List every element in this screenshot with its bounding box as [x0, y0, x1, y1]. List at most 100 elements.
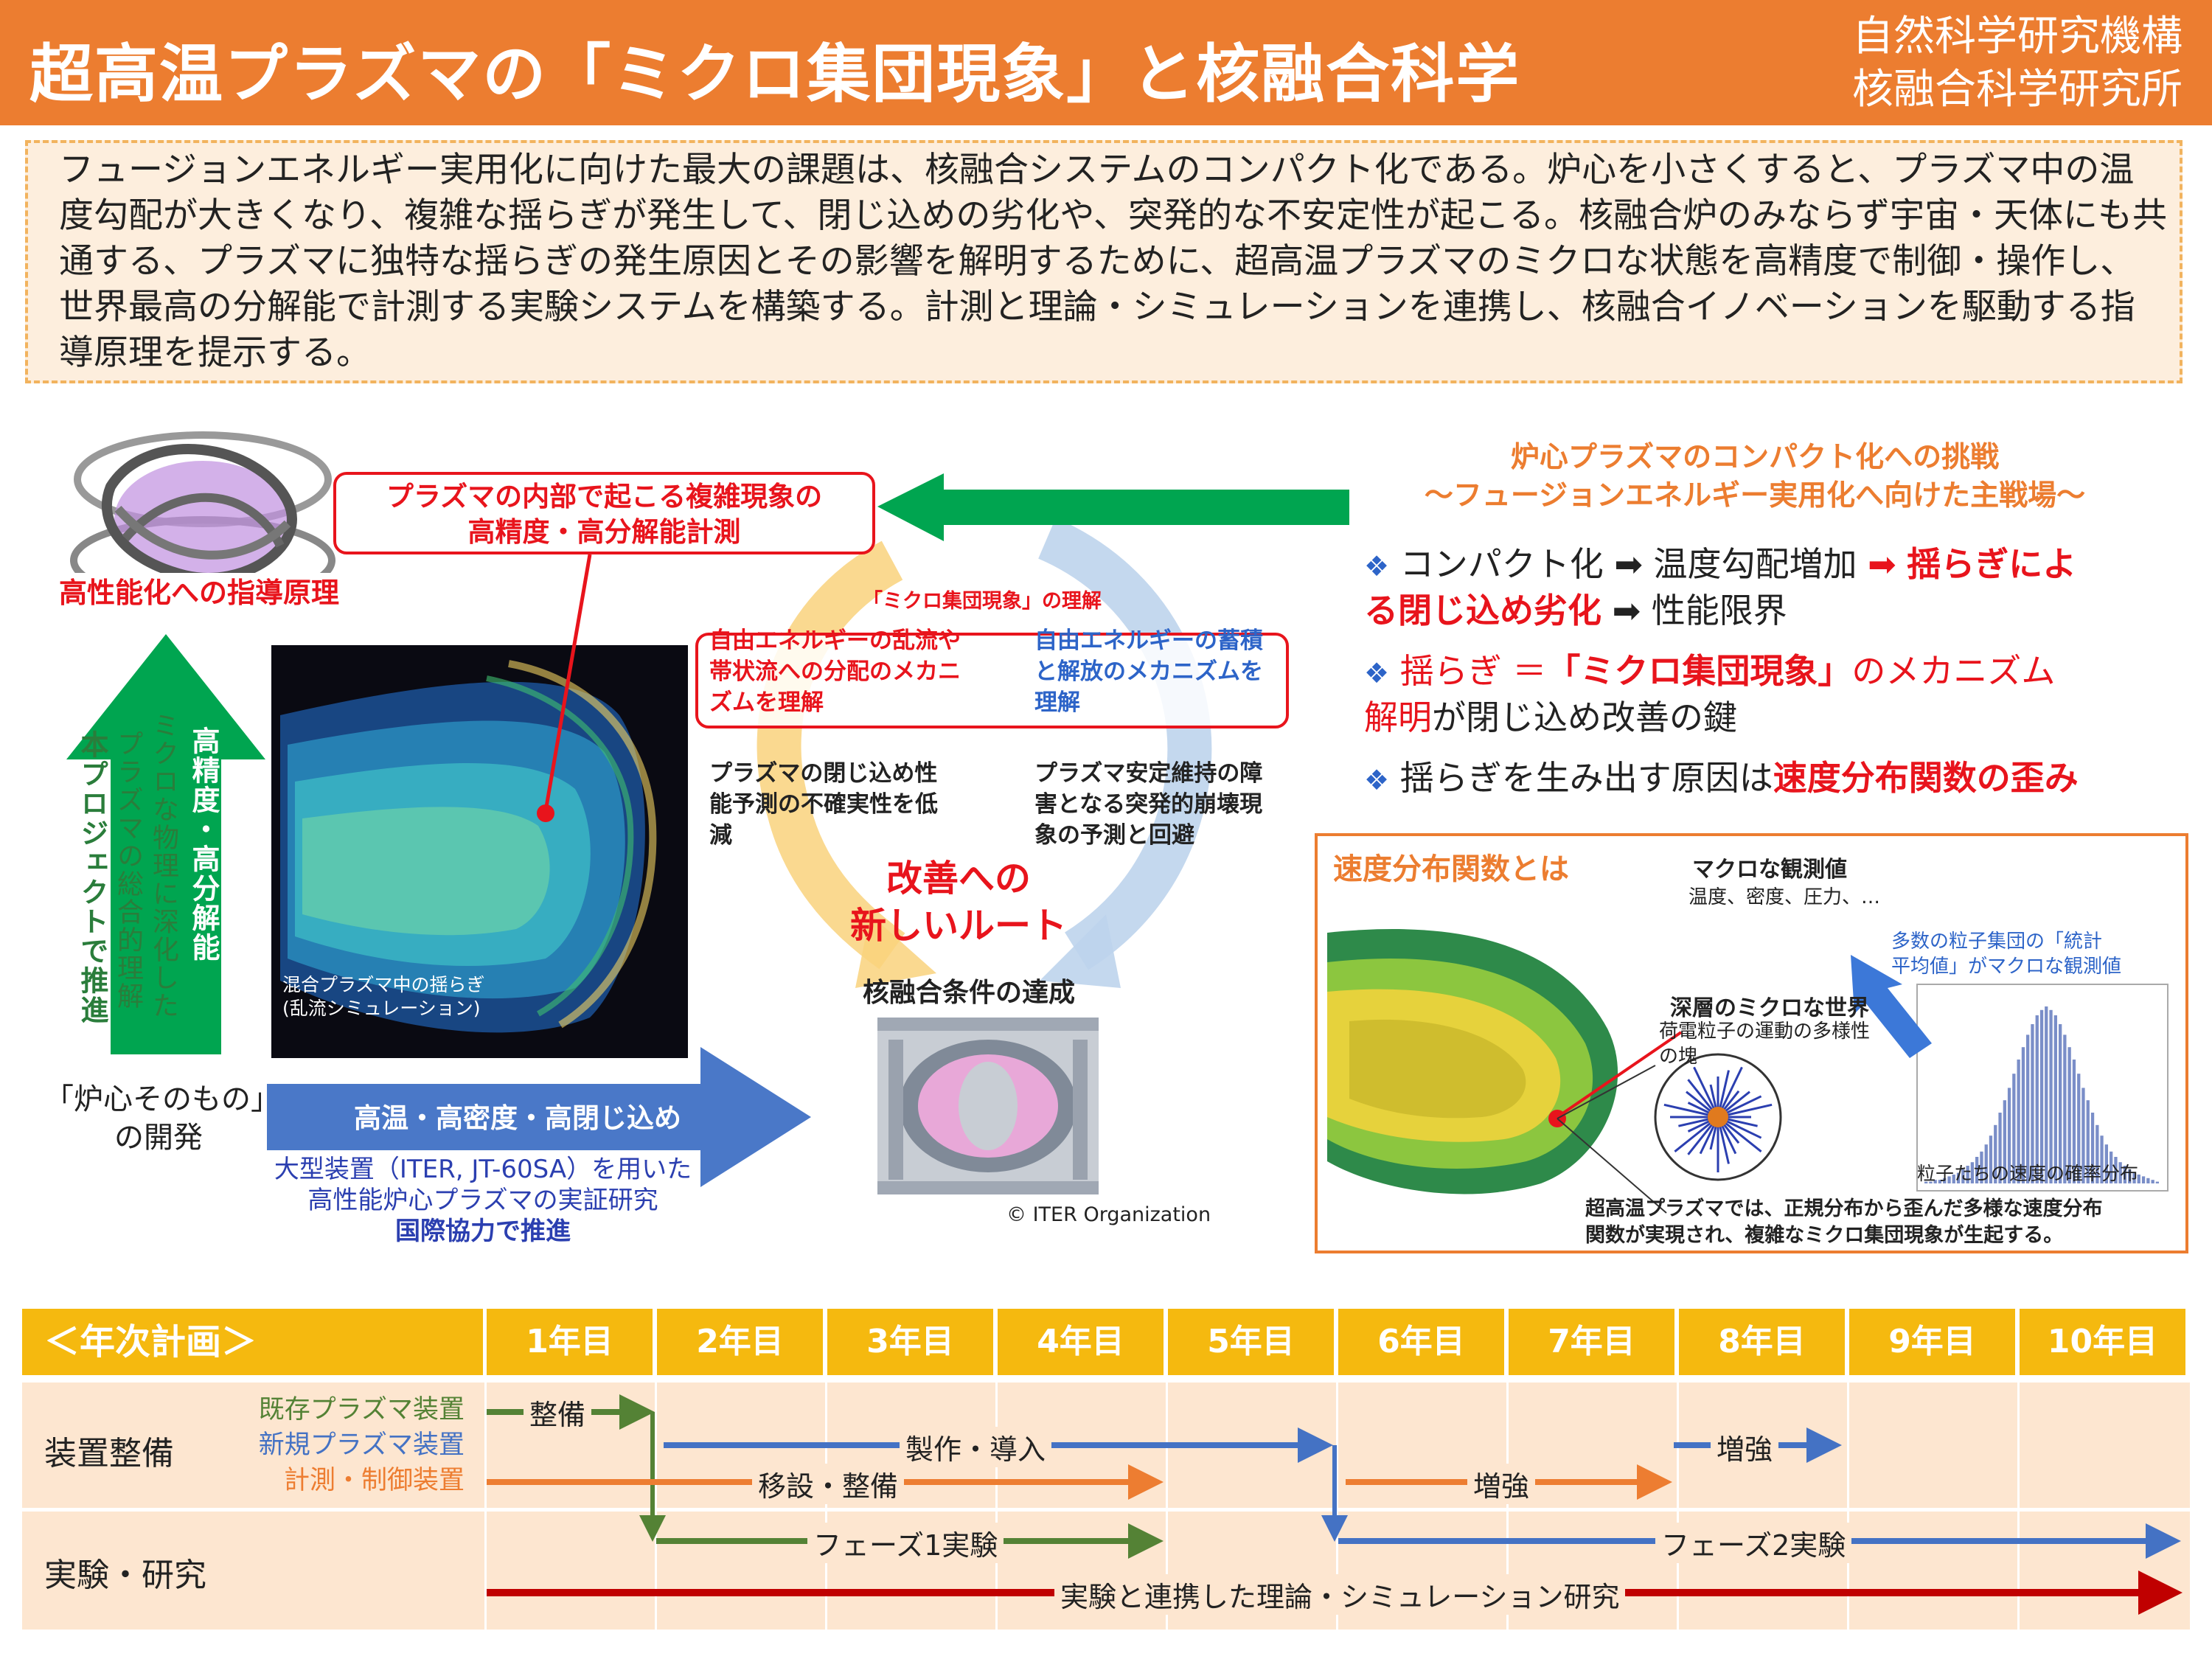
histogram-bar: [2039, 1009, 2044, 1183]
histogram-bar: [2026, 1034, 2030, 1183]
diamond-icon: ❖: [1364, 550, 1390, 582]
year-divider: [2017, 1382, 2020, 1630]
sublabel-new: 新規プラズマ装置: [258, 1430, 465, 1460]
vertical-text-3: 本プロジェクトで推進: [76, 730, 108, 1025]
histogram-bar: [2067, 1047, 2071, 1183]
understanding-right: 自由エネルギーの蓄積と解放のメカニズムを理解: [1034, 627, 1263, 716]
histogram-bar: [2007, 1088, 2011, 1183]
new-route-1: 改善への: [886, 858, 1031, 900]
year-header-1: 1年目: [487, 1309, 653, 1375]
year-header-8: 8年目: [1679, 1309, 1845, 1375]
statistics-text-2: 平均値」がマクロな観測値: [1891, 956, 2122, 978]
organization: 自然科学研究機構 核融合科学研究所: [1852, 10, 2183, 116]
horizontal-arrow: [267, 1047, 811, 1187]
year-header-7: 7年目: [1509, 1309, 1674, 1375]
intro-text: フュージョンエネルギー実用化に向けた最大の課題は、核融合システムのコンパクト化で…: [59, 150, 2168, 373]
new-route-2: 新しいルート: [849, 905, 1067, 947]
histogram-bar: [2128, 1169, 2132, 1183]
histogram-bar: [2081, 1088, 2085, 1183]
histogram-bar: [2086, 1100, 2090, 1183]
vertical-text-1: ミクロな物理に深化した: [148, 712, 178, 1020]
year-header-10: 10年目: [2020, 1309, 2185, 1375]
histogram-bar: [1998, 1113, 2002, 1183]
statistics-arrow: [1851, 955, 1932, 1058]
bullet-2-d: のメカニズム: [1851, 651, 2056, 691]
year-header-4: 4年目: [998, 1309, 1164, 1375]
velocity-diagram: [1327, 929, 2168, 1214]
simulation-caption-1: 混合プラズマ中の揺らぎ: [282, 974, 485, 995]
velocity-footer-2: 関数が実現され、複雑なミクロ集団現象が生起する。: [1585, 1224, 2064, 1247]
year-divider: [995, 1382, 998, 1630]
histogram-bar: [2059, 1024, 2062, 1183]
micro-sub-2: の塊: [1659, 1046, 1698, 1068]
histogram-bar: [2090, 1113, 2095, 1183]
histogram-bar: [1989, 1135, 1993, 1183]
histogram-bar: [2141, 1176, 2146, 1183]
horizontal-arrow-label: 高温・高密度・高閉じ込め: [354, 1102, 681, 1134]
label-isetsu: 移設・整備: [752, 1464, 905, 1504]
histogram-bar: [2017, 1060, 2020, 1183]
histogram-bar: [2063, 1034, 2067, 1183]
histogram-bar: [1966, 1166, 1969, 1183]
iter-copyright: © ITER Organization: [1006, 1203, 1211, 1226]
histogram-bar: [2100, 1135, 2104, 1183]
row-label-research: 実験・研究: [44, 1557, 206, 1594]
histogram-bar: [2096, 1124, 2099, 1183]
histogram-bar: [1943, 1178, 1947, 1183]
outcome-left: プラズマの閉じ込め性能予測の不確実性を低減: [709, 760, 938, 849]
histogram-bar: [2151, 1180, 2154, 1183]
histogram-bar: [2155, 1181, 2159, 1183]
year-divider: [484, 1382, 487, 1630]
histogram-bar: [2132, 1172, 2136, 1183]
histogram-bar: [2137, 1175, 2140, 1183]
histogram-bar: [2072, 1060, 2076, 1183]
histogram-bar: [1961, 1169, 1965, 1183]
large-device-block: 大型装置（ITER, JT-60SA）を用いた 高性能炉心プラズマの実証研究 国…: [243, 1154, 723, 1247]
core-development-1: 「炉心そのもの」: [44, 1082, 280, 1116]
sublabel-measurement: 計測・制御装置: [283, 1466, 465, 1495]
histogram-bar: [2035, 1015, 2039, 1183]
histogram-bar: [1929, 1181, 1933, 1183]
micro-sub: 荷電粒子の運動の多様性 の塊: [1659, 1019, 1870, 1069]
challenge-heading: 炉心プラズマのコンパクト化への挑戦 ～フュージョンエネルギー実用化へ向けた主戦場…: [1349, 439, 2160, 515]
histogram-bar: [2045, 1006, 2048, 1183]
histogram-bar: [2021, 1047, 2025, 1183]
histogram-bar: [1984, 1144, 1988, 1183]
label-phase1: フェーズ1実験: [807, 1523, 1004, 1563]
bullet-1-d: る閉じ込め劣化: [1364, 591, 1601, 630]
guiding-principle-label: 高性能化への指導原理: [58, 577, 339, 609]
histogram-caption: 粒子たちの速度の確率分布: [1917, 1163, 2139, 1184]
label-seibi: 整備: [524, 1392, 592, 1433]
new-route: 改善への 新しいルート: [848, 855, 1069, 950]
row-label-equipment: 装置整備: [44, 1435, 174, 1472]
bullet-1-e: 性能限界: [1651, 591, 1787, 630]
histogram-bar: [2104, 1144, 2108, 1183]
fusion-condition: 核融合条件の達成: [863, 978, 1076, 1008]
histogram-bar: [2053, 1015, 2057, 1183]
bullet-2-e: 解明: [1364, 698, 1432, 737]
statistics-text-1: 多数の粒子集団の「統計: [1891, 931, 2103, 953]
histogram-bar: [2003, 1100, 2006, 1183]
helical-device-illustration: [70, 431, 335, 605]
bullet-2-c: 「ミクロ集団現象」: [1546, 651, 1852, 691]
page-title: 超高温プラズマの「ミクロ集団現象」と核融合科学: [29, 38, 1521, 111]
histogram-bar: [2118, 1162, 2122, 1183]
plan-title-cell: ＜年次計画＞: [22, 1309, 483, 1375]
org-line-1: 自然科学研究機構: [1852, 13, 2183, 60]
histogram-bar: [2031, 1024, 2034, 1183]
bullet-1-b: 温度勾配増加: [1653, 544, 1857, 584]
year-header-6: 6年目: [1338, 1309, 1504, 1375]
bullet-3-a: 揺らぎを生み出す原因は: [1399, 758, 1773, 798]
macro-title: マクロな観測値: [1692, 857, 1847, 883]
callout-line-1: プラズマの内部で起こる複雑現象の: [386, 481, 823, 512]
histogram-bar: [2123, 1166, 2127, 1183]
bullet-3: ❖ 揺らぎを生み出す原因は速度分布関数の歪み: [1364, 756, 2175, 802]
micro-title: 深層のミクロな世界: [1670, 995, 1869, 1021]
iter-tokamak-illustration: [877, 1018, 1099, 1194]
velocity-footer-1: 超高温プラズマでは、正規分布から歪んだ多様な速度分布: [1585, 1197, 2103, 1220]
histogram-bar: [2114, 1157, 2118, 1183]
understanding-box: [695, 633, 1289, 728]
intro-box: [25, 140, 2183, 383]
label-zokyo-2: 増強: [1467, 1464, 1536, 1504]
histogram-bar: [2077, 1074, 2081, 1183]
